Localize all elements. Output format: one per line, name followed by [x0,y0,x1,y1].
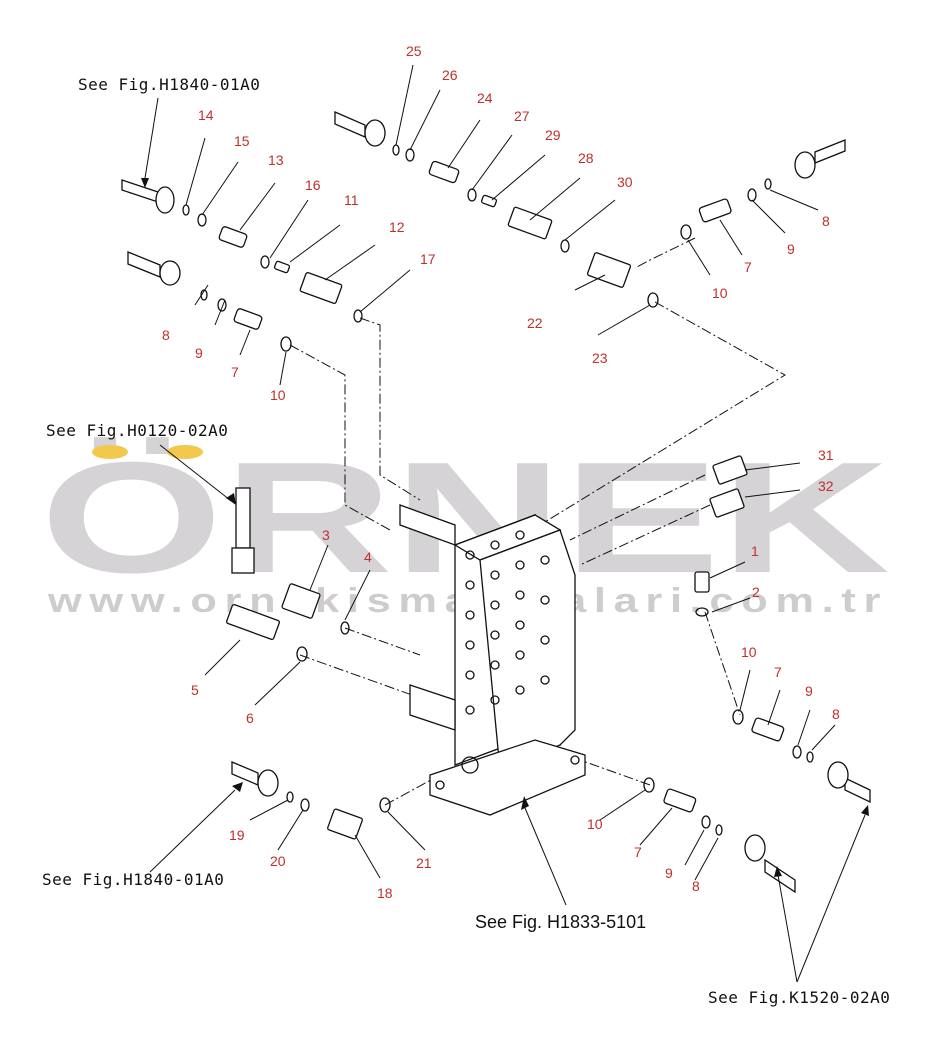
callout-23: 23 [592,350,608,366]
callout-10-right: 10 [741,644,757,660]
ref-fig-h1833: See Fig. H1833-5101 [475,912,646,932]
watermark-dot-left [92,445,128,459]
figure-references: See Fig.H1840-01A0 See Fig.H0120-02A0 Se… [42,75,890,1007]
callout-24: 24 [477,90,493,106]
ref-fig-h0120: See Fig.H0120-02A0 [46,421,228,440]
callout-27: 27 [514,108,530,124]
callout-12: 12 [389,219,405,235]
watermark-dot-right [167,445,203,459]
callout-8-bottom: 8 [692,878,700,894]
callout-32: 32 [818,478,834,494]
callout-9-right: 9 [805,683,813,699]
ref-fig-h1840-bottom: See Fig.H1840-01A0 [42,870,224,889]
ref-fig-h1840-top: See Fig.H1840-01A0 [78,75,260,94]
callout-2: 2 [752,584,760,600]
leader-lines [141,64,869,983]
callout-10-topright: 10 [712,285,728,301]
callout-21: 21 [416,855,432,871]
callout-22: 22 [527,315,543,331]
callout-3: 3 [322,527,330,543]
ref-fig-k1520: See Fig.K1520-02A0 [708,988,890,1007]
callout-10-bottom: 10 [587,816,603,832]
o-rings [182,144,814,836]
callout-20: 20 [270,853,286,869]
part-callouts: 14 15 13 16 11 12 17 8 9 7 10 25 26 24 2… [162,43,840,901]
callout-9-topright: 9 [787,241,795,257]
callout-15: 15 [234,133,250,149]
callout-10-left: 10 [270,387,286,403]
hoses [121,111,871,894]
callout-8-right: 8 [832,706,840,722]
callout-26: 26 [442,67,458,83]
callout-9-bottom: 9 [665,865,673,881]
callout-25: 25 [406,43,422,59]
callout-29: 29 [545,127,561,143]
callout-7-left: 7 [231,364,239,380]
callout-5: 5 [191,682,199,698]
callout-17: 17 [420,251,436,267]
callout-19: 19 [229,827,245,843]
callout-7-topright: 7 [744,259,752,275]
callout-8-topright: 8 [822,213,830,229]
callout-28: 28 [578,150,594,166]
valve-block [399,504,586,816]
callout-14: 14 [198,107,214,123]
callout-7-right: 7 [774,664,782,680]
callout-18: 18 [377,885,393,901]
callout-30: 30 [617,174,633,190]
callout-13: 13 [268,152,284,168]
callout-11: 11 [344,192,359,208]
callout-8-left: 8 [162,327,170,343]
callout-6: 6 [246,710,254,726]
block-ports [465,530,550,715]
callout-31: 31 [818,447,834,463]
callout-7-bottom: 7 [634,844,642,860]
callout-4: 4 [364,549,372,565]
fittings [218,160,785,840]
callout-1: 1 [751,543,759,559]
callout-16: 16 [305,177,321,193]
routing-lines [289,237,786,806]
callout-9-left: 9 [195,345,203,361]
